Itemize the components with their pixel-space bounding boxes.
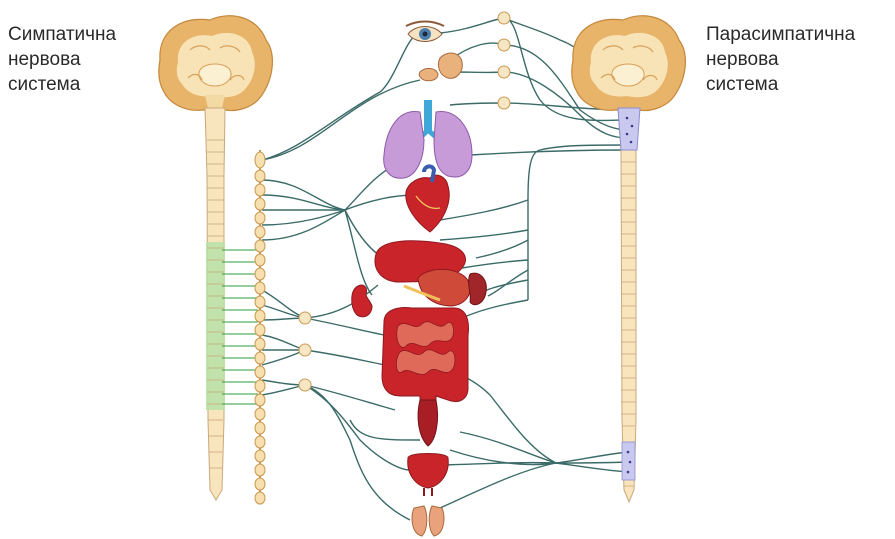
parasympathetic-spinal-cord: [618, 108, 640, 502]
sympathetic-ganglion-chain: [255, 150, 265, 504]
left-brain: [159, 16, 273, 111]
heart-organ: [406, 166, 449, 232]
liver-stomach-organ: [375, 241, 470, 306]
sympathetic-spinal-cord: [205, 108, 258, 500]
reproductive-organ: [412, 506, 444, 536]
right-brain: [572, 16, 686, 111]
salivary-glands-organ: [419, 53, 462, 81]
bladder-organ: [408, 454, 449, 497]
intestines-organ: [382, 308, 468, 446]
